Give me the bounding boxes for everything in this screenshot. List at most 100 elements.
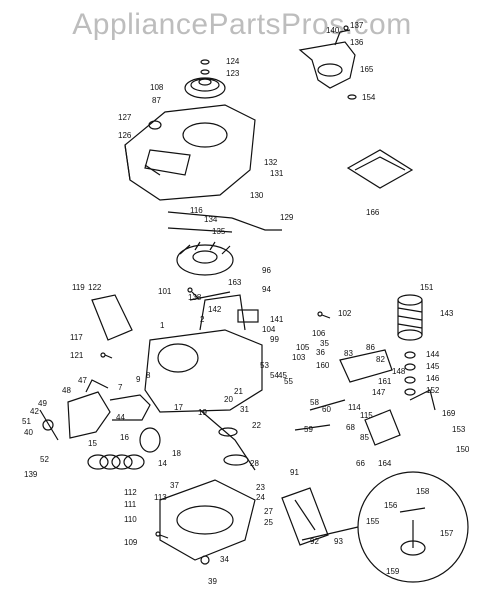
callout-49: 49 <box>38 399 47 408</box>
callout-153: 153 <box>452 425 466 434</box>
callout-169: 169 <box>442 409 456 418</box>
callout-31: 31 <box>240 405 249 414</box>
callout-148: 148 <box>392 367 406 376</box>
callout-165: 165 <box>360 65 374 74</box>
callout-136: 136 <box>350 38 364 47</box>
callout-39: 39 <box>208 577 217 586</box>
callout-152: 152 <box>426 386 440 395</box>
callout-105: 105 <box>296 343 310 352</box>
callout-127: 127 <box>118 113 132 122</box>
callout-22: 22 <box>252 421 261 430</box>
watermark: AppliancePartsPros.com <box>72 8 412 41</box>
callout-141: 141 <box>270 315 284 324</box>
callout-36: 36 <box>316 348 325 357</box>
callout-44: 44 <box>116 413 125 422</box>
callout-35: 35 <box>320 339 329 348</box>
callout-111: 111 <box>124 500 137 509</box>
callout-109: 109 <box>124 538 138 547</box>
crankshaft <box>199 409 256 471</box>
callout-20: 20 <box>224 395 233 404</box>
callout-59: 59 <box>304 425 313 434</box>
callout-48: 48 <box>62 386 71 395</box>
callout-104: 104 <box>262 325 276 334</box>
callout-45: 45 <box>278 371 287 380</box>
callout-58: 58 <box>310 398 319 407</box>
callout-18: 18 <box>172 449 181 458</box>
callout-94: 94 <box>262 285 271 294</box>
filter-pad <box>346 149 414 189</box>
callout-110: 110 <box>124 515 137 524</box>
callout-87: 87 <box>152 96 161 105</box>
callout-154: 154 <box>362 93 376 102</box>
piston-rings <box>87 427 161 470</box>
muffler <box>281 487 329 546</box>
callout-144: 144 <box>426 350 440 359</box>
callout-53: 53 <box>260 361 269 370</box>
callout-130: 130 <box>250 191 264 200</box>
side-shield <box>91 294 133 341</box>
detail-inset <box>301 471 469 583</box>
callout-151: 151 <box>420 283 434 292</box>
callout-7: 7 <box>118 383 123 392</box>
callout-150: 150 <box>456 445 470 454</box>
callout-161: 161 <box>378 377 392 386</box>
callout-25: 25 <box>264 518 273 527</box>
carburetor <box>39 379 151 441</box>
coil-spring <box>397 294 423 396</box>
callout-9: 9 <box>136 375 141 384</box>
callout-52: 52 <box>40 455 49 464</box>
callout-129: 129 <box>280 213 294 222</box>
callout-21: 21 <box>234 387 243 396</box>
callout-146: 146 <box>426 374 440 383</box>
callout-82: 82 <box>376 355 385 364</box>
callout-119: 119 <box>72 283 85 292</box>
callout-37: 37 <box>170 481 179 490</box>
callout-121: 121 <box>70 351 84 360</box>
callout-8: 8 <box>146 371 151 380</box>
callout-138: 138 <box>188 293 202 302</box>
fuel-cap-assembly <box>298 25 356 89</box>
control-rods <box>167 211 282 233</box>
callout-160: 160 <box>316 361 330 370</box>
callout-14: 14 <box>158 459 167 468</box>
callout-68: 68 <box>346 423 355 432</box>
callout-17: 17 <box>174 403 183 412</box>
callout-114: 114 <box>348 403 361 412</box>
callout-86: 86 <box>366 343 375 352</box>
callout-132: 132 <box>264 158 278 167</box>
callout-93: 93 <box>334 537 343 546</box>
ignition-parts <box>294 349 436 446</box>
callout-91: 91 <box>290 468 299 477</box>
callout-142: 142 <box>208 305 222 314</box>
callout-85: 85 <box>360 433 369 442</box>
callout-147: 147 <box>372 388 386 397</box>
callout-54: 54 <box>270 371 279 380</box>
callout-51: 51 <box>22 417 31 426</box>
callout-163: 163 <box>228 278 242 287</box>
callout-140: 140 <box>326 26 340 35</box>
engine-block <box>144 291 263 413</box>
callout-40: 40 <box>24 428 33 437</box>
callout-47: 47 <box>78 376 87 385</box>
callout-134: 134 <box>204 215 218 224</box>
callout-156: 156 <box>384 501 398 510</box>
callout-112: 112 <box>124 488 137 497</box>
callout-60: 60 <box>322 405 331 414</box>
callout-2: 2 <box>200 315 205 324</box>
callout-164: 164 <box>378 459 392 468</box>
callout-131: 131 <box>270 169 284 178</box>
callout-66: 66 <box>356 459 365 468</box>
callout-108: 108 <box>150 83 164 92</box>
callout-143: 143 <box>440 309 454 318</box>
callout-157: 157 <box>440 529 454 538</box>
callout-103: 103 <box>292 353 306 362</box>
callout-99: 99 <box>270 335 279 344</box>
callout-116: 116 <box>190 206 203 215</box>
callout-34: 34 <box>220 555 229 564</box>
callout-117: 117 <box>70 333 83 342</box>
callout-24: 24 <box>256 493 265 502</box>
blower-housing <box>124 104 256 201</box>
callout-55: 55 <box>284 377 293 386</box>
